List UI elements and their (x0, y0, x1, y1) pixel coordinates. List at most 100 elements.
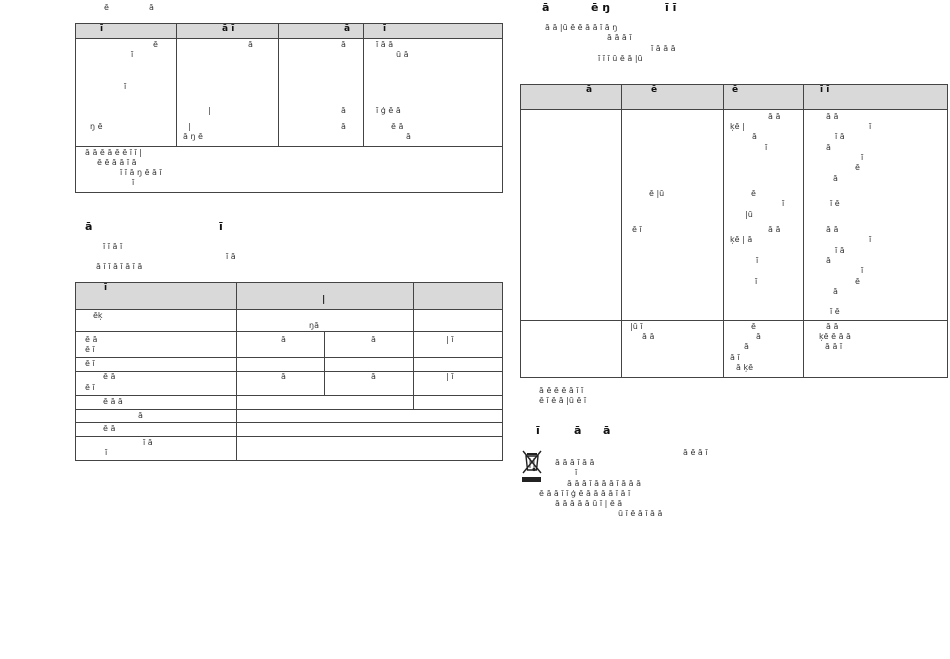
cell-text: ī (861, 153, 864, 162)
cell-text: ā ā (642, 332, 655, 341)
cell-text: ē (751, 189, 756, 198)
table-note: ā ā ē ā ē ē ī ī | (85, 148, 142, 157)
cell-text: ā (744, 342, 749, 351)
section-title: ā (542, 1, 550, 14)
header-cell: ī (100, 24, 104, 34)
cell-text: ā ā (768, 112, 781, 121)
section-title: ā (603, 424, 611, 437)
cell-text: ī (131, 50, 134, 59)
paragraph-line: ā ā ā ī ā ā (555, 458, 595, 467)
cell-text: ā (826, 256, 831, 265)
header-cell: ī (104, 283, 108, 293)
cell-text: ī ā (835, 246, 845, 255)
cell-text: ā (138, 411, 143, 420)
paragraph-line: ī ī ā ī (103, 242, 123, 251)
cell-text: ā ī (730, 353, 740, 362)
cell-text: ī (765, 143, 768, 152)
cell-text: | ī (446, 335, 454, 344)
cell-text: ā ŋ ē (183, 132, 203, 141)
cell-text: ā ā (826, 322, 839, 331)
cell-text: ē ī (632, 225, 642, 234)
cell-text: ķē | ā (730, 235, 753, 244)
header-cell: ī (383, 24, 387, 34)
paragraph-line: ā ā ā ā ā ū ī | ē ā (555, 499, 623, 508)
cell-text: ē ī (85, 345, 95, 354)
table-note: ī (132, 178, 135, 187)
crossed-out-wheelie-bin-icon (521, 449, 543, 483)
cell-text: | (208, 106, 211, 115)
table-header (521, 85, 947, 109)
cell-text: ēķ (93, 311, 103, 320)
cell-text: ī ā (143, 438, 153, 447)
cell-text: ē (751, 322, 756, 331)
cell-text: ŋ ē (90, 122, 103, 131)
table-header (76, 24, 502, 38)
cell-text: ī ē (830, 307, 840, 316)
header-cell: ā (344, 24, 351, 34)
table-note: ē ē ā ā ī ā (97, 158, 137, 167)
right-spec-table (520, 84, 948, 378)
cell-text: ī (869, 235, 872, 244)
cell-text: ķē | (730, 122, 745, 131)
cell-text: ā (833, 174, 838, 183)
cell-text: ē ī (85, 383, 95, 392)
header-cell: ē (651, 85, 658, 95)
table-header (76, 283, 502, 309)
cell-text: ā ā (826, 112, 839, 121)
top-left-table (75, 23, 503, 193)
caption-word: ē (104, 3, 109, 12)
cell-text: ī (756, 256, 759, 265)
section-title: ī ī (665, 1, 677, 14)
cell-text: |ū (745, 210, 753, 219)
cell-text: ē (153, 40, 158, 49)
cell-text: ā (281, 335, 286, 344)
paragraph-line: ī ā ā ā (651, 44, 676, 53)
section-title: ī (536, 424, 540, 437)
table-note: ī ī ā ŋ ē ā ī (120, 168, 162, 177)
cell-text: ā ā (826, 225, 839, 234)
cell-text: ā ā (768, 225, 781, 234)
cell-text: ē (855, 277, 860, 286)
cell-text: ā (341, 122, 346, 131)
cell-text: | (188, 122, 191, 131)
cell-text: ī (124, 82, 127, 91)
table-note: ē ī ē ā |ū ē ī (539, 396, 587, 405)
cell-text: ā (833, 287, 838, 296)
cell-text: ā (752, 132, 757, 141)
cell-text: ū ā (396, 50, 409, 59)
section-title: ī (219, 220, 223, 233)
cell-text: ā (406, 132, 411, 141)
cell-text: ē ā (391, 122, 404, 131)
paragraph-line: ē ā ā ī ī ģ ē ā ā ā ā ī ā ī (539, 489, 631, 498)
cell-text: ē |ū (649, 189, 665, 198)
cell-text: ī (869, 122, 872, 131)
section-title: ē ŋ (591, 1, 611, 14)
cell-text: ā (826, 143, 831, 152)
cell-text: ā (281, 372, 286, 381)
cell-text: ķē ē ā ā (819, 332, 851, 341)
cell-text: ā ķē (736, 363, 753, 372)
cell-text: ā (371, 335, 376, 344)
paragraph-line: ā ē ā ī (683, 448, 708, 457)
cell-text: ī ģ ē ā (376, 106, 401, 115)
cell-text: ī (861, 266, 864, 275)
cell-text: ā (341, 106, 346, 115)
table-note: ā ē ē ē ā ī ī (539, 386, 584, 395)
cell-text: ī (755, 277, 758, 286)
paragraph-line: ā ā |ū ē ē ā ā ī ā ŋ (545, 23, 618, 32)
caption-word: ā (149, 3, 154, 12)
paragraph-line: ā ī ī ā ī ā ī ā (96, 262, 143, 271)
cell-text: ā (371, 372, 376, 381)
cell-text: ē ā (103, 372, 116, 381)
cell-text: ā (248, 40, 253, 49)
cell-text: | ī (446, 372, 454, 381)
cell-text: ā (341, 40, 346, 49)
header-cell: ē (732, 85, 739, 95)
section-title: ā (85, 220, 93, 233)
cell-text: ē (855, 163, 860, 172)
cell-text: ŋā (309, 321, 319, 330)
cell-text: ā (756, 332, 761, 341)
cell-text: ē ā (103, 424, 116, 433)
paragraph-line: ū ī ē ā ī ā ā (618, 509, 663, 518)
paragraph-line: ī ā (226, 252, 236, 261)
